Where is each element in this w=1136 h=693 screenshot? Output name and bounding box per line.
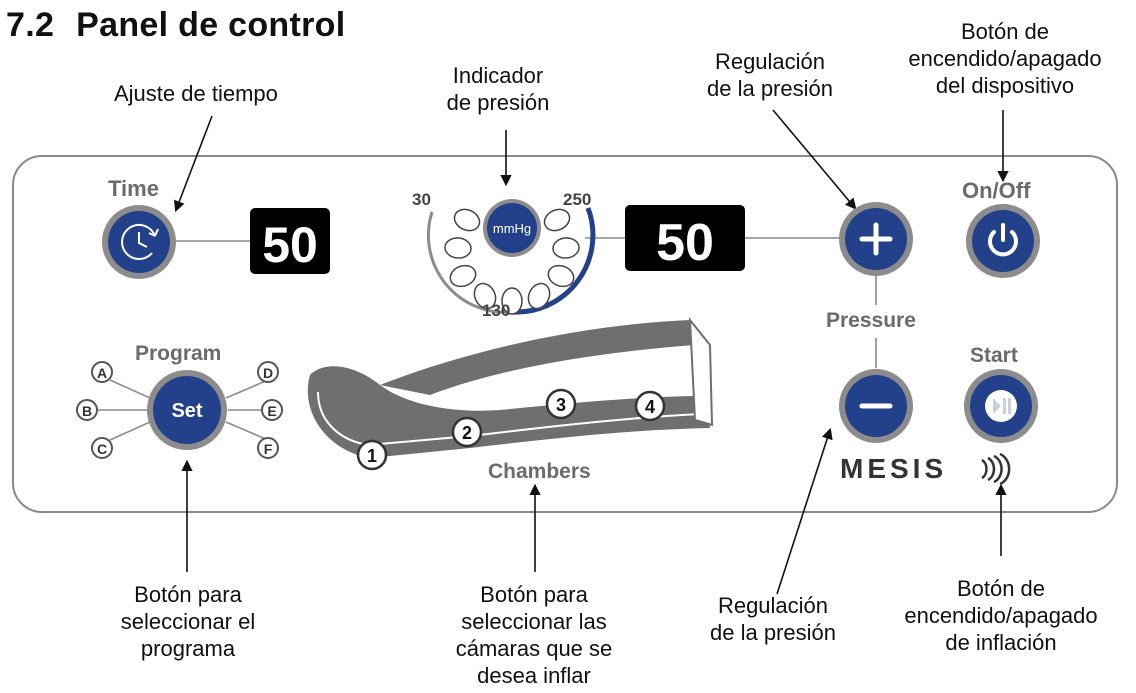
chamber-2-label: 2 — [462, 423, 472, 443]
chamber-1-button[interactable] — [356, 439, 388, 471]
callout-line: seleccionar las — [461, 609, 607, 634]
gauge-min-label: 30 — [412, 190, 431, 209]
power-icon — [988, 223, 1018, 257]
gauge-petals — [444, 208, 580, 315]
onoff-label: On/Off — [962, 178, 1031, 203]
callout-power-device: Botón de encendido/apagado del dispositi… — [900, 18, 1110, 99]
chamber-2-button[interactable] — [451, 416, 483, 448]
callout-line: Regulación — [717, 593, 829, 618]
section-number: 7.2 — [6, 6, 55, 44]
pressure-label: Pressure — [826, 309, 916, 332]
gauge-mid-label: 130 — [482, 301, 510, 320]
callout-power-inflation: Botón de encendido/apagado de inflación — [886, 575, 1116, 656]
chamber-1-label: 1 — [367, 446, 377, 466]
section-title: Panel de control — [76, 6, 346, 44]
program-a-label: A — [97, 365, 107, 381]
pressure-gauge: mmHg 30 130 250 — [412, 190, 596, 320]
callout-line: Regulación — [714, 49, 826, 74]
program-f-label: F — [264, 441, 273, 457]
callout-program-select: Botón para seleccionar el programa — [100, 581, 276, 662]
play-pause-icon — [993, 398, 1011, 414]
program-b-label: B — [82, 403, 92, 419]
callout-line: Botón para — [480, 582, 588, 607]
program-d-label: D — [263, 365, 273, 381]
control-panel — [12, 155, 1118, 513]
callout-line: Botón de — [956, 576, 1046, 601]
time-display — [250, 208, 330, 274]
callout-line: seleccionar el — [120, 609, 256, 634]
callout-line: Ajuste de tiempo — [114, 81, 278, 106]
callout-line: cámaras que se — [455, 636, 613, 661]
plus-icon — [859, 222, 893, 256]
program-c-label: C — [97, 441, 107, 457]
program-set-label: Set — [171, 400, 202, 422]
program-label: Program — [135, 342, 222, 365]
pressure-display — [625, 205, 745, 271]
brand-logo-text: MESIS — [840, 453, 947, 484]
gauge-max-label: 250 — [563, 190, 591, 209]
signal-waves-icon — [981, 452, 1011, 486]
program-set-button[interactable] — [153, 376, 221, 444]
callout-line: de presión — [446, 90, 550, 115]
callout-line: del dispositivo — [935, 73, 1075, 98]
callout-chamber-select: Botón para seleccionar las cámaras que s… — [436, 581, 632, 689]
chambers-label: Chambers — [488, 460, 591, 483]
callout-line: encendido/apagado — [904, 603, 1098, 628]
chamber-4-label: 4 — [645, 397, 655, 417]
callout-line: de la presión — [707, 76, 833, 101]
start-label: Start — [970, 344, 1018, 367]
callout-arrows — [173, 109, 1009, 595]
section-heading: 7.2 Panel de control — [6, 6, 345, 45]
pressure-display-value: 50 — [656, 214, 714, 272]
clock-icon — [121, 223, 159, 260]
callout-line: desea inflar — [477, 663, 591, 688]
gauge-unit: mmHg — [493, 221, 531, 236]
program-e-label: E — [267, 403, 276, 419]
callout-line: de la presión — [710, 620, 836, 645]
callout-line: encendido/apagado — [908, 46, 1102, 71]
chamber-3-label: 3 — [556, 395, 566, 415]
leg-garment — [307, 316, 714, 458]
chamber-buttons: 1 2 3 4 — [356, 388, 666, 471]
callout-time-adjust: Ajuste de tiempo — [114, 80, 278, 107]
callout-line: Botón para — [134, 582, 242, 607]
callout-line: programa — [140, 636, 236, 661]
time-display-value: 50 — [262, 217, 318, 273]
chamber-4-button[interactable] — [634, 390, 666, 422]
callout-line: de inflación — [945, 630, 1057, 655]
connector-lines — [96, 237, 877, 441]
program-indicators: A B C D E F — [76, 361, 283, 459]
callout-pressure-indicator: Indicador de presión — [408, 62, 588, 116]
callout-pressure-regulation-bottom: Regulación de la presión — [688, 592, 858, 646]
callout-line: Botón de — [960, 19, 1050, 44]
callout-line: Indicador — [452, 63, 544, 88]
chamber-3-button[interactable] — [545, 388, 577, 420]
time-label: Time — [108, 176, 159, 201]
callout-pressure-regulation-top: Regulación de la presión — [680, 48, 860, 102]
